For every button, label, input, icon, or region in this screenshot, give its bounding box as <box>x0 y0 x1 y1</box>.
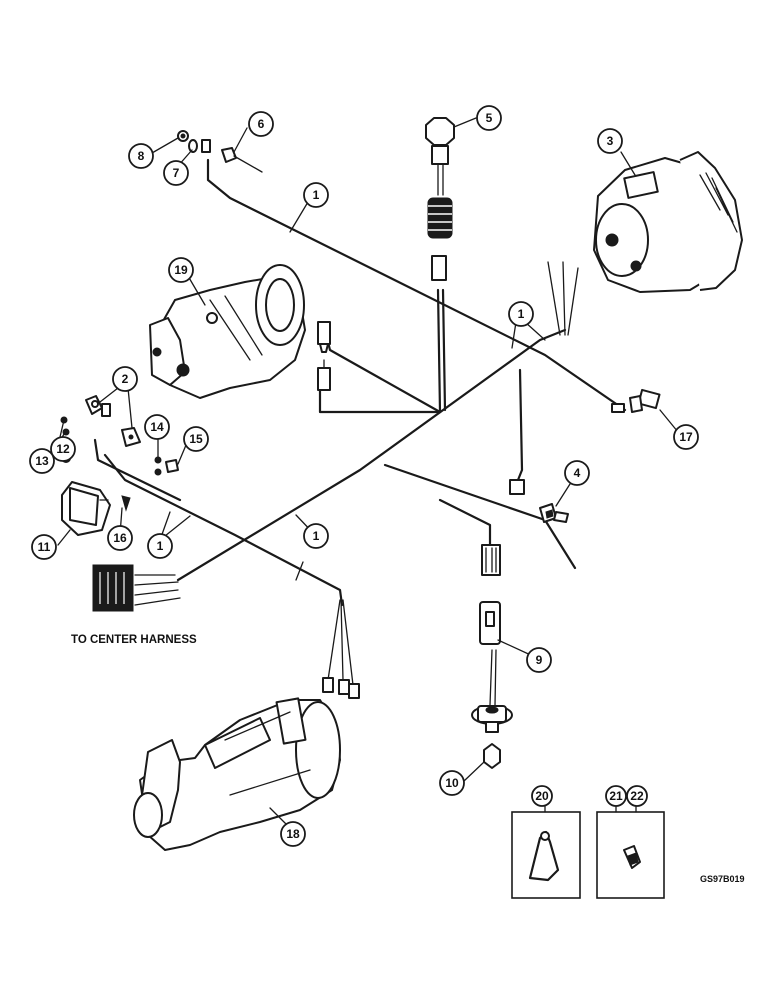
pressure-switch-part-5 <box>425 117 455 281</box>
svg-text:22: 22 <box>630 789 644 803</box>
callout-15: 15 <box>183 426 209 452</box>
svg-text:14: 14 <box>150 420 164 434</box>
harness-wires <box>93 158 627 706</box>
sensor-part-6 <box>201 139 263 173</box>
svg-text:13: 13 <box>35 454 49 468</box>
svg-text:7: 7 <box>173 166 180 180</box>
callout-1-top: 1 <box>303 182 329 208</box>
callout-11: 11 <box>31 534 57 560</box>
callout-4: 4 <box>564 460 590 486</box>
hardware-parts <box>60 416 179 512</box>
svg-text:19: 19 <box>174 263 188 277</box>
callout-14: 14 <box>144 414 170 440</box>
callout-18: 18 <box>280 821 306 847</box>
svg-text:1: 1 <box>518 307 525 321</box>
svg-text:1: 1 <box>313 529 320 543</box>
svg-text:1: 1 <box>157 539 164 553</box>
callout-16: 16 <box>107 525 133 551</box>
drawing-code: GS97B019 <box>700 874 745 884</box>
callout-9: 9 <box>526 647 552 673</box>
svg-text:21: 21 <box>609 789 623 803</box>
fitting-part-10 <box>483 743 501 769</box>
svg-text:2: 2 <box>122 372 129 386</box>
callout-22: 22 <box>626 785 648 807</box>
center-harness-connector <box>92 564 134 612</box>
callout-1-left: 1 <box>147 533 173 559</box>
connector-part-9 <box>479 544 501 645</box>
temp-switch-part-4 <box>509 479 569 523</box>
callout-1-center: 1 <box>303 523 329 549</box>
svg-text:12: 12 <box>56 442 70 456</box>
svg-text:6: 6 <box>258 117 265 131</box>
nut-part-8 <box>177 130 189 142</box>
callout-21: 21 <box>605 785 627 807</box>
callout-17: 17 <box>673 424 699 450</box>
starter-terminals <box>322 677 360 699</box>
callout-2: 2 <box>112 366 138 392</box>
inset-box-part-21-22 <box>596 811 665 899</box>
callout-12: 12 <box>50 436 76 462</box>
compressor-connectors <box>317 321 331 391</box>
svg-text:16: 16 <box>113 531 127 545</box>
alternator-part-3 <box>593 151 743 293</box>
callout-5: 5 <box>476 105 502 131</box>
svg-text:8: 8 <box>138 149 145 163</box>
starter-motor-part-18 <box>133 697 341 851</box>
spring-sleeve <box>427 197 453 239</box>
svg-text:20: 20 <box>535 789 549 803</box>
svg-text:9: 9 <box>536 653 543 667</box>
svg-text:18: 18 <box>286 827 300 841</box>
callout-6: 6 <box>248 111 274 137</box>
svg-text:10: 10 <box>445 776 459 790</box>
callout-3: 3 <box>597 128 623 154</box>
callout-20: 20 <box>531 785 553 807</box>
center-harness-caption: TO CENTER HARNESS <box>71 634 197 646</box>
relay-part-11 <box>61 481 111 536</box>
callout-10: 10 <box>439 770 465 796</box>
svg-text:5: 5 <box>486 111 493 125</box>
callout-1-right: 1 <box>508 301 534 327</box>
callout-8: 8 <box>128 143 154 169</box>
svg-text:1: 1 <box>313 188 320 202</box>
sender-part-17 <box>611 388 661 413</box>
callout-13: 13 <box>29 448 55 474</box>
callout-7: 7 <box>163 160 189 186</box>
svg-text:3: 3 <box>607 134 614 148</box>
washer-part-7 <box>188 139 198 153</box>
pressure-switch-9-body <box>471 705 513 733</box>
ac-compressor-part-19 <box>149 264 306 399</box>
callouts: 1 1 1 1 2 3 4 5 6 7 8 9 10 11 12 13 14 1… <box>29 105 699 847</box>
svg-text:15: 15 <box>189 432 203 446</box>
inset-box-part-20 <box>511 811 581 899</box>
svg-text:17: 17 <box>679 430 693 444</box>
svg-text:4: 4 <box>574 466 581 480</box>
svg-text:11: 11 <box>38 540 51 554</box>
terminal-part-2 <box>85 395 141 447</box>
callout-19: 19 <box>168 257 194 283</box>
